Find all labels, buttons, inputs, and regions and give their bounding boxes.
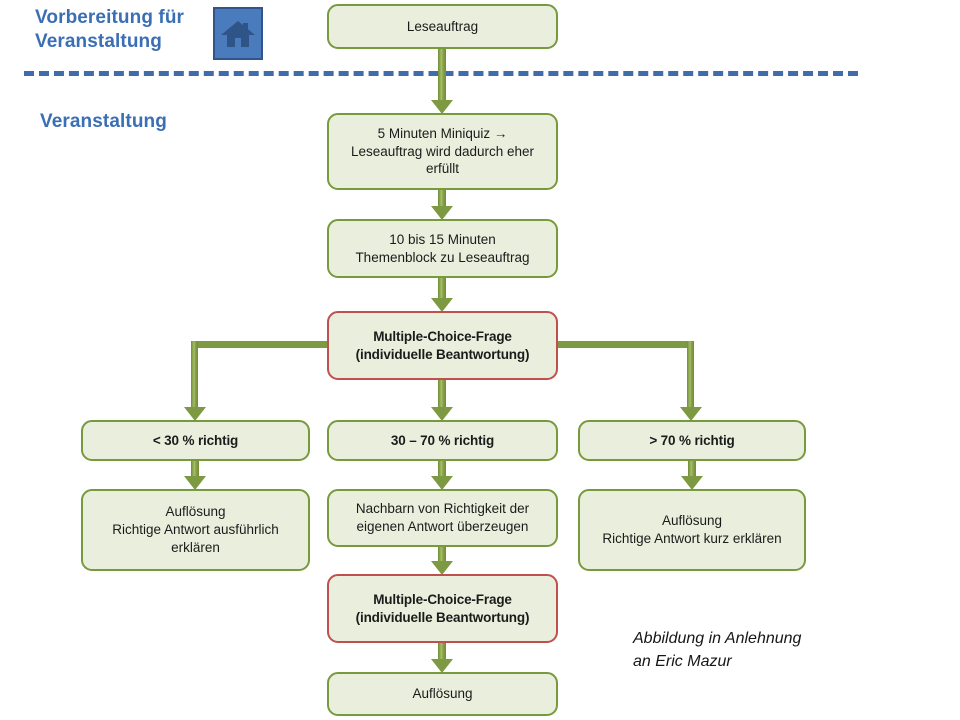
arrow-branch-mid-to-nachbarn: [429, 461, 455, 490]
node-mc-frage-1[interactable]: Multiple-Choice-Frage (individuelle Bean…: [327, 311, 558, 380]
arrow-mc1-to-branch-low: [184, 341, 331, 421]
house-icon: [213, 7, 263, 60]
arrow-miniquiz-to-themenblock: [429, 190, 455, 220]
arrow-mc1-to-branch-high: [554, 341, 702, 421]
arrow-themenblock-to-mc1: [429, 278, 455, 312]
node-leseauftrag[interactable]: Leseauftrag: [327, 4, 558, 49]
attribution-text: Abbildung in Anlehnung an Eric Mazur: [633, 630, 802, 671]
node-branch-mid[interactable]: 30 – 70 % richtig: [327, 420, 558, 461]
node-aufloesung-low[interactable]: Auflösung Richtige Antwort ausführlich e…: [81, 489, 310, 571]
arrow-mc1-to-branch-mid: [429, 380, 455, 421]
node-themenblock[interactable]: 10 bis 15 Minuten Themenblock zu Leseauf…: [327, 219, 558, 278]
arrow-leseauftrag-to-miniquiz: [429, 49, 455, 114]
arrow-nachbarn-to-mc2: [429, 547, 455, 575]
arrow-branch-low-to-aufloesung-low: [182, 461, 208, 490]
node-aufloesung-final[interactable]: Auflösung: [327, 672, 558, 716]
node-aufloesung-high[interactable]: Auflösung Richtige Antwort kurz erklären: [578, 489, 806, 571]
arrow-branch-high-to-aufloesung-high: [679, 461, 705, 490]
node-mc-frage-2[interactable]: Multiple-Choice-Frage (individuelle Bean…: [327, 574, 558, 643]
node-branch-high[interactable]: > 70 % richtig: [578, 420, 806, 461]
node-miniquiz[interactable]: 5 Minuten Miniquiz → Leseauftrag wird da…: [327, 113, 558, 190]
phase-label-preparation: Vorbereitung für Veranstaltung: [35, 7, 185, 52]
arrow-mc2-to-aufloesung-final: [429, 643, 455, 673]
node-nachbarn[interactable]: Nachbarn von Richtigkeit der eigenen Ant…: [327, 489, 558, 547]
node-branch-low[interactable]: < 30 % richtig: [81, 420, 310, 461]
phase-label-event: Veranstaltung: [40, 111, 167, 132]
